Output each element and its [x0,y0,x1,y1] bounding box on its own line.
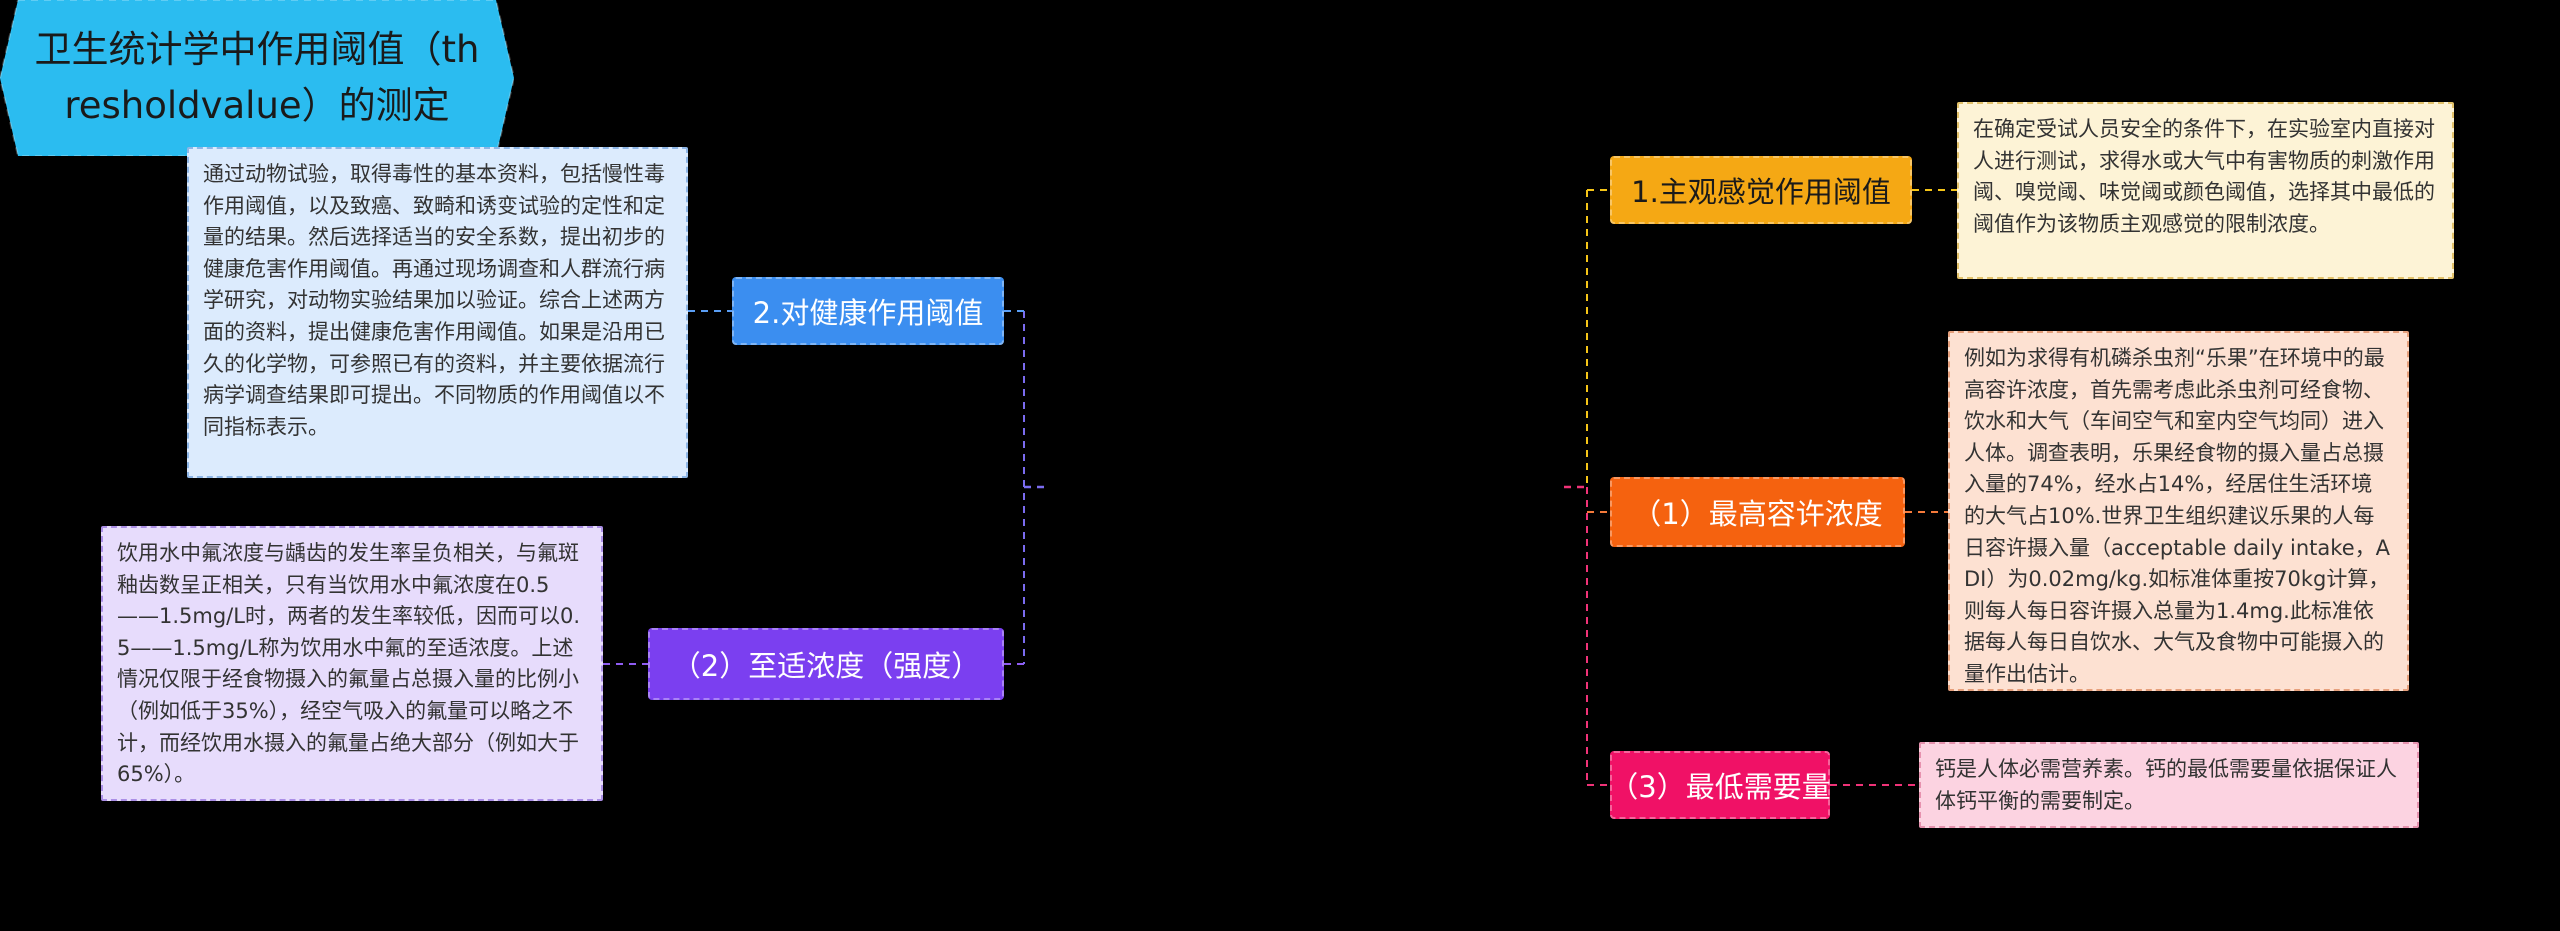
note-max-allowed-concentration: 例如为求得有机磷杀虫剂“乐果”在环境中的最高容许浓度，首先需考虑此杀虫剂可经食物… [1948,331,2409,691]
branch-optimal-concentration[interactable]: （2）至适浓度（强度） [648,628,1004,700]
branch-max-allowed-concentration[interactable]: （1）最高容许浓度 [1610,477,1905,547]
note-health-threshold: 通过动物试验，取得毒性的基本资料，包括慢性毒作用阈值，以及致癌、致畸和诱变试验的… [187,147,688,478]
central-topic-label: 卫生统计学中作用阈值（thresholdvalue）的测定 [34,28,480,127]
central-topic[interactable]: 卫生统计学中作用阈值（thresholdvalue）的测定 [0,0,514,156]
branch-subjective-threshold[interactable]: 1.主观感觉作用阈值 [1610,156,1912,224]
note-optimal-concentration: 饮用水中氟浓度与龋齿的发生率呈负相关，与氟斑釉齿数呈正相关，只有当饮用水中氟浓度… [101,526,603,801]
branch-min-requirement[interactable]: （3）最低需要量 [1609,751,1831,819]
note-min-requirement: 钙是人体必需营养素。钙的最低需要量依据保证人体钙平衡的需要制定。 [1919,742,2419,828]
branch-health-threshold[interactable]: 2.对健康作用阈值 [732,277,1004,345]
note-subjective-threshold: 在确定受试人员安全的条件下，在实验室内直接对人进行测试，求得水或大气中有害物质的… [1957,102,2454,279]
central-topic-shape [0,0,514,156]
